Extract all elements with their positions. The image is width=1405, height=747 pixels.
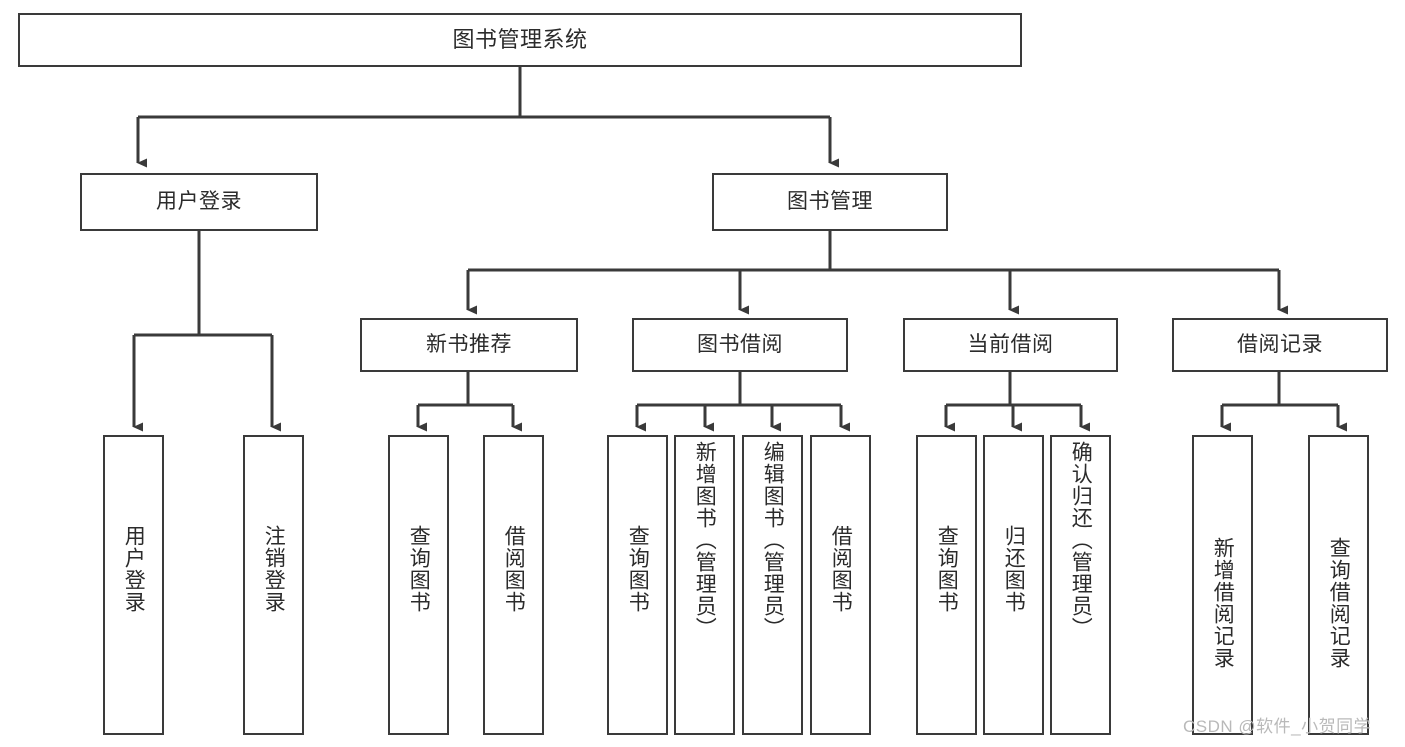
leaf-label: 查询图书 xyxy=(626,525,650,613)
node-label: 图书借阅 xyxy=(697,333,783,357)
leaf-label: 借阅图书 xyxy=(829,525,853,613)
node-book-borrow[interactable]: 图书借阅 xyxy=(632,318,848,372)
leaf-borrow-book-recommend[interactable]: 借阅图书 xyxy=(483,435,544,735)
node-book-management[interactable]: 图书管理 xyxy=(712,173,948,231)
leaf-query-book-recommend[interactable]: 查询图书 xyxy=(388,435,449,735)
leaf-label: 注销登录 xyxy=(262,525,286,613)
leaf-edit-book-admin[interactable]: 编辑图书（管理员） xyxy=(742,435,803,735)
node-root-book-management-system[interactable]: 图书管理系统 xyxy=(18,13,1022,67)
node-label: 用户登录 xyxy=(156,190,242,214)
node-label: 借阅记录 xyxy=(1237,333,1323,357)
watermark-text: CSDN @软件_小贺同学 xyxy=(1183,717,1372,736)
leaf-borrow-book[interactable]: 借阅图书 xyxy=(810,435,871,735)
leaf-query-book-borrow[interactable]: 查询图书 xyxy=(607,435,668,735)
node-new-book-recommend[interactable]: 新书推荐 xyxy=(360,318,578,372)
leaf-add-book-admin[interactable]: 新增图书（管理员） xyxy=(674,435,735,735)
leaf-label: 归还图书 xyxy=(1002,525,1026,613)
leaf-query-borrow-record[interactable]: 查询借阅记录 xyxy=(1308,435,1369,735)
leaf-label: 借阅图书 xyxy=(502,525,526,613)
node-label: 新书推荐 xyxy=(426,333,512,357)
leaf-label: 查询图书 xyxy=(935,525,959,613)
leaf-query-book-current[interactable]: 查询图书 xyxy=(916,435,977,735)
node-borrow-record[interactable]: 借阅记录 xyxy=(1172,318,1388,372)
leaf-label: 新增借阅记录 xyxy=(1211,537,1235,669)
node-current-borrow[interactable]: 当前借阅 xyxy=(903,318,1118,372)
leaf-user-login[interactable]: 用户登录 xyxy=(103,435,164,735)
node-label: 图书管理 xyxy=(787,190,873,214)
leaf-label: 查询图书 xyxy=(407,525,431,613)
leaf-return-book[interactable]: 归还图书 xyxy=(983,435,1044,735)
leaf-confirm-return-admin[interactable]: 确认归还（管理员） xyxy=(1050,435,1111,735)
leaf-label: 编辑图书（管理员） xyxy=(761,441,785,639)
node-user-login[interactable]: 用户登录 xyxy=(80,173,318,231)
leaf-add-borrow-record[interactable]: 新增借阅记录 xyxy=(1192,435,1253,735)
leaf-label: 用户登录 xyxy=(122,525,146,613)
leaf-label: 查询借阅记录 xyxy=(1327,537,1351,669)
leaf-label: 确认归还（管理员） xyxy=(1069,441,1093,639)
leaf-logout-login[interactable]: 注销登录 xyxy=(243,435,304,735)
node-label: 当前借阅 xyxy=(967,333,1054,357)
node-label: 图书管理系统 xyxy=(452,26,588,52)
leaf-label: 新增图书（管理员） xyxy=(693,441,717,639)
